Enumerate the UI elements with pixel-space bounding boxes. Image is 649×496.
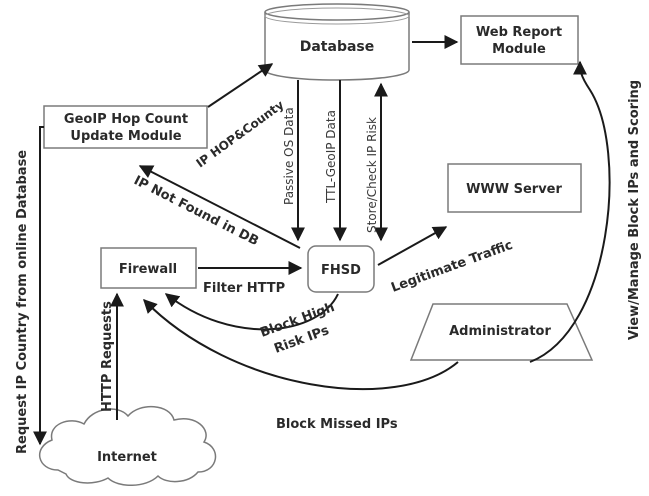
firewall-label: Firewall xyxy=(119,262,177,277)
database-label: Database xyxy=(300,39,375,55)
fhsd-node: FHSD xyxy=(307,245,375,293)
fhsd-to-geoip-arrow xyxy=(138,165,301,249)
http-requests-label: HTTP Requests xyxy=(100,301,115,412)
block-missed-label: Block Missed IPs xyxy=(276,417,398,432)
administrator-label: Administrator xyxy=(449,324,551,339)
database-node: Database xyxy=(264,3,410,81)
block-missed-arrow xyxy=(143,298,459,391)
legitimate-traffic-arrow xyxy=(377,226,448,266)
block-high-arrow xyxy=(164,293,339,331)
geoip-label-line2: Update Module xyxy=(70,129,181,144)
firewall-node: Firewall xyxy=(100,247,197,289)
filter-http-label: Filter HTTP xyxy=(203,281,285,296)
www-server-label: WWW Server xyxy=(466,182,562,197)
view-manage-arrow xyxy=(529,60,611,363)
view-manage-label: View/Manage Block IPs and Scoring xyxy=(627,80,642,340)
internet-cloud-node: Internet xyxy=(38,405,217,486)
store-check-label: Store/Check IP Risk xyxy=(365,117,379,233)
web-report-label-line1: Web Report xyxy=(476,25,562,40)
geoip-label-line1: GeoIP Hop Count xyxy=(64,112,188,127)
internet-label: Internet xyxy=(97,450,157,465)
database-cylinder-top xyxy=(264,3,410,21)
request-ip-country-arrow xyxy=(33,126,47,446)
legitimate-traffic-label: Legitimate Traffic xyxy=(389,238,515,296)
geoip-to-database-arrow xyxy=(207,63,274,108)
web-report-module-node: Web Report Module xyxy=(460,15,579,65)
request-ip-country-label: Request IP Country from online Database xyxy=(15,150,30,454)
internet-cloud-shape xyxy=(38,405,217,486)
www-server-node: WWW Server xyxy=(447,163,582,213)
geoip-module-node: GeoIP Hop Count Update Module xyxy=(43,105,208,149)
fhsd-label: FHSD xyxy=(321,263,361,278)
administrator-node: Administrator xyxy=(409,303,594,361)
ttl-geoip-label: TTL-GeoIP Data xyxy=(324,110,338,204)
ip-not-found-label: IP Not Found in DB xyxy=(131,173,261,249)
passive-os-label: Passive OS Data xyxy=(282,107,296,205)
web-report-label-line2: Module xyxy=(492,42,546,57)
